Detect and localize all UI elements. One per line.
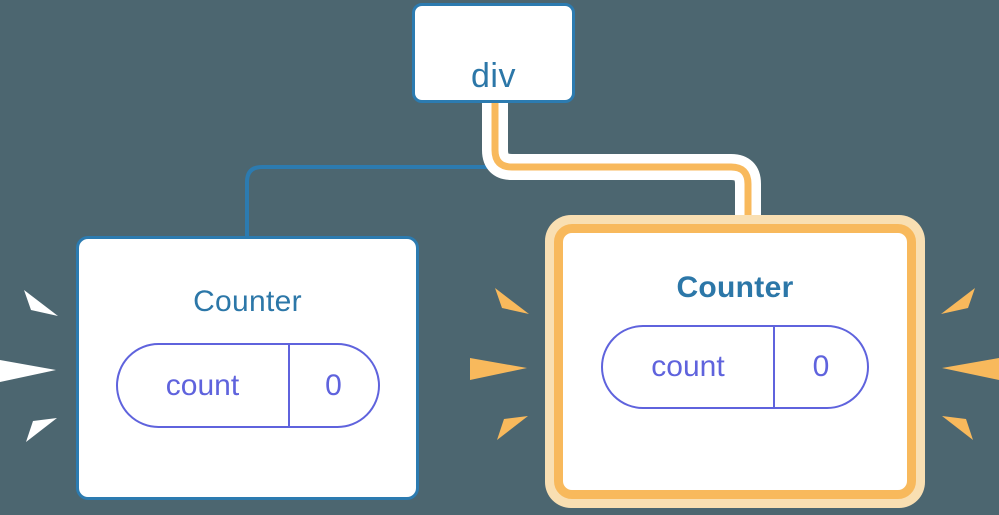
sparks-left-of-counter-left	[0, 290, 58, 442]
state-value-cell: 0	[290, 345, 378, 426]
state-key-cell: count	[603, 327, 775, 407]
state-pill-counter-right: count 0	[601, 325, 869, 409]
node-counter-right[interactable]: Counter count 0	[554, 224, 916, 499]
spark-icon	[24, 290, 58, 316]
node-counter-left[interactable]: Counter count 0	[76, 236, 419, 500]
spark-icon	[497, 416, 528, 440]
node-counter-left-title: Counter	[193, 285, 302, 318]
state-value-label: 0	[812, 350, 830, 383]
state-key-cell: count	[118, 345, 290, 426]
node-div-label: div	[471, 57, 516, 95]
state-value-cell: 0	[775, 327, 867, 407]
sparks-right-of-counter-left	[470, 288, 529, 440]
node-counter-right-highlight-glow: Counter count 0	[545, 215, 925, 508]
sparks-right-of-counter-right	[941, 288, 999, 440]
spark-icon	[470, 358, 527, 380]
spark-icon	[942, 416, 973, 440]
edge-div-to-counter-left	[245, 103, 494, 236]
spark-icon	[495, 288, 529, 314]
spark-icon	[0, 360, 56, 382]
node-counter-right-title: Counter	[676, 271, 794, 304]
node-div[interactable]: div	[412, 3, 575, 103]
spark-icon	[941, 288, 975, 314]
state-value-label: 0	[325, 368, 342, 402]
state-key-label: count	[651, 350, 725, 383]
spark-icon	[26, 418, 57, 442]
spark-icon	[942, 358, 999, 380]
state-pill-counter-left: count 0	[115, 343, 380, 428]
edge-div-to-counter-right	[491, 103, 752, 236]
state-key-label: count	[165, 368, 240, 402]
